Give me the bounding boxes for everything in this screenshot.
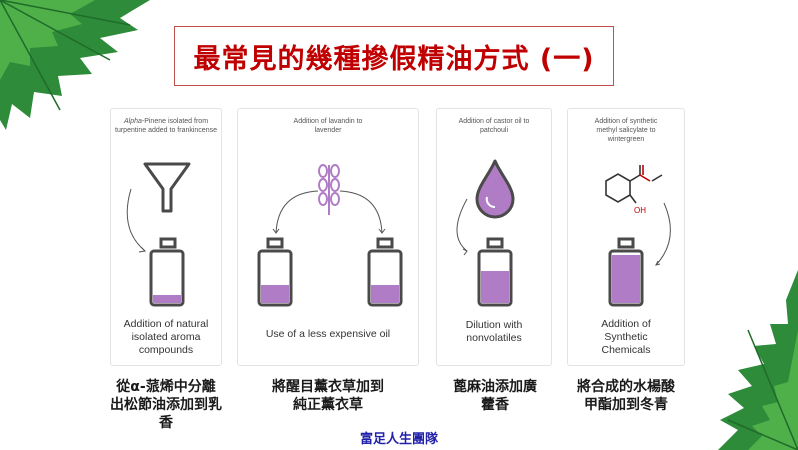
palm-leaf-decoration-bottom-right [718, 270, 798, 450]
lavender-diagram [257, 164, 403, 307]
card-bottom-label: Addition of Synthetic Chemicals [601, 318, 651, 356]
card-top-label: Alpha-Pinene isolated from turpentine ad… [115, 118, 217, 134]
funnel-icon [143, 162, 191, 213]
droplet-icon [475, 159, 515, 219]
bottle-icon [608, 237, 644, 307]
card-top-label: Addition of castor oil to patchouli [458, 118, 530, 134]
hydroxyl-label: OH [634, 206, 646, 215]
bottle-icon [477, 237, 513, 307]
caption-2: 將醒目薰衣草加到純正薰衣草 [272, 379, 384, 413]
caption-3: 蓖麻油添加廣藿香 [453, 379, 537, 413]
page-title: 最常見的幾種摻假精油方式 (一) [193, 43, 595, 75]
card-less-expensive: Addition of lavandin to lavender Use of … [237, 108, 419, 366]
curved-arrow [126, 188, 146, 252]
droplet-diagram [456, 159, 515, 307]
footer-team-name: 富足人生團隊 [359, 432, 438, 447]
card-bottom-label: Dilution with nonvolatiles [465, 319, 523, 344]
bottle-icon [149, 237, 185, 307]
curved-arrow-right [339, 190, 383, 234]
curved-arrow [456, 198, 468, 252]
card-bottom-label: Use of a less expensive oil [265, 328, 391, 340]
bottle-icon-left [257, 237, 293, 307]
curved-arrow [655, 202, 671, 266]
card-nonvolatiles: Addition of castor oil to patchouli Dilu… [436, 108, 552, 366]
methyl-salicylate-icon [605, 165, 663, 204]
molecule-diagram: OH [605, 165, 671, 307]
funnel-diagram [126, 162, 191, 307]
caption-4: 將合成的水楊酸甲酯加到冬青 [577, 379, 675, 413]
card-top-label: Addition of synthetic methyl salicylate … [594, 118, 658, 143]
palm-leaf-decoration-top-left [0, 0, 150, 130]
caption-1: 從α-蒎烯中分離出松節油添加到乳香 [110, 379, 222, 431]
card-bottom-label: Addition of natural isolated aroma compo… [123, 318, 209, 356]
title-box: 最常見的幾種摻假精油方式 (一) [174, 26, 614, 86]
card-natural-isolated: Alpha-Pinene isolated from turpentine ad… [110, 108, 222, 366]
lavender-icon [318, 164, 340, 215]
card-synthetic: Addition of synthetic methyl salicylate … [567, 108, 685, 366]
curved-arrow-left [275, 190, 319, 234]
card-top-label: Addition of lavandin to lavender [293, 118, 363, 134]
bottle-icon-right [367, 237, 403, 307]
